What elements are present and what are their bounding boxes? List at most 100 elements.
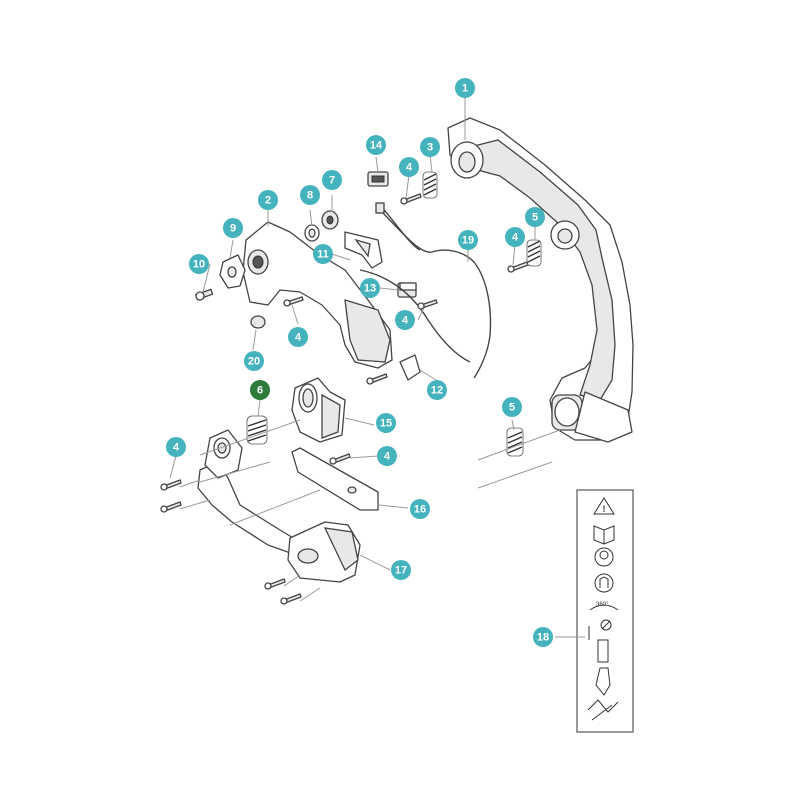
callout-4: 4	[395, 310, 415, 330]
callout-4: 4	[377, 446, 397, 466]
callout-12: 12	[427, 380, 447, 400]
callout-circle	[399, 157, 419, 177]
bushing-7	[321, 210, 339, 230]
rotation-arc-icon	[589, 604, 619, 611]
callout-label: 10	[193, 259, 205, 271]
callout-circle	[458, 230, 478, 250]
callout-5: 5	[525, 207, 545, 227]
callout-4: 4	[288, 327, 308, 347]
callout-18: 18	[533, 627, 553, 647]
callout-8: 8	[300, 185, 320, 205]
callout-circle	[250, 380, 270, 400]
callout-circle	[391, 560, 411, 580]
operator-figure-icon	[595, 667, 611, 696]
callout-label: 7	[329, 175, 335, 187]
callout-circle	[258, 190, 278, 210]
callout-label: 5	[509, 402, 515, 414]
callout-17: 17	[391, 560, 411, 580]
callout-circle	[244, 351, 264, 371]
callout-2: 2	[258, 190, 278, 210]
screws-4	[160, 193, 529, 605]
callout-label: 16	[414, 504, 426, 516]
gloves-icon	[594, 573, 614, 593]
rear-handle-frame	[447, 117, 634, 443]
callout-leaders	[169, 96, 585, 638]
callout-circle	[300, 185, 320, 205]
callout-6: 6	[250, 380, 270, 400]
callout-3: 3	[420, 137, 440, 157]
manual-book-icon	[593, 525, 615, 545]
callout-circle	[223, 218, 243, 238]
no-symbol-icon	[600, 619, 612, 631]
callout-circle	[395, 310, 415, 330]
callout-4: 4	[505, 227, 525, 247]
callout-4: 4	[166, 437, 186, 457]
washer-8	[304, 224, 320, 242]
callout-label: 11	[317, 249, 329, 261]
callout-label: 17	[395, 565, 407, 577]
callout-14: 14	[366, 135, 386, 155]
callout-circle	[427, 380, 447, 400]
screw-10	[194, 288, 214, 301]
callout-label: 18	[537, 632, 549, 644]
strip-16	[291, 447, 379, 511]
callout-label: 4	[406, 162, 413, 174]
callout-15: 15	[376, 413, 396, 433]
callout-circle	[410, 499, 430, 519]
callout-19: 19	[458, 230, 478, 250]
callout-circle	[533, 627, 553, 647]
housing-15	[291, 377, 346, 443]
callout-label: 4	[384, 451, 391, 463]
bracket-12	[399, 354, 421, 381]
callout-label: 4	[173, 442, 180, 454]
callout-9: 9	[223, 218, 243, 238]
switch-14	[367, 171, 389, 187]
throttle-cable-19	[359, 202, 492, 379]
callout-1: 1	[455, 78, 475, 98]
spring-5-upper	[526, 239, 542, 267]
callout-circle	[525, 207, 545, 227]
callout-label: 9	[230, 223, 236, 235]
callout-5: 5	[502, 397, 522, 417]
callout-4: 4	[399, 157, 419, 177]
callout-20: 20	[244, 351, 264, 371]
callout-label: 6	[257, 385, 263, 397]
callout-7: 7	[322, 170, 342, 190]
svg-text:!: !	[603, 504, 606, 514]
callout-10: 10	[189, 254, 209, 274]
latch-part	[219, 254, 246, 289]
callout-circle	[189, 254, 209, 274]
callout-circle	[166, 437, 186, 457]
callout-label: 20	[248, 356, 260, 368]
callout-label: 19	[462, 235, 474, 247]
warning-decal-18: ! 360°	[576, 489, 634, 733]
callout-label: 4	[295, 332, 302, 344]
callout-label: 1	[462, 83, 468, 95]
callout-16: 16	[410, 499, 430, 519]
throttle-trigger-11	[344, 231, 383, 269]
callout-label: 15	[380, 418, 392, 430]
callout-label: 8	[307, 190, 313, 202]
warning-triangle-icon	[593, 497, 615, 515]
callout-11: 11	[313, 244, 333, 264]
callout-circle	[288, 327, 308, 347]
clamp-13	[397, 282, 417, 298]
callout-circle	[313, 244, 333, 264]
callout-circle	[455, 78, 475, 98]
callout-circle	[420, 137, 440, 157]
callout-label: 14	[370, 140, 383, 152]
spring-3	[422, 171, 438, 199]
ear-eye-protection-icon	[594, 547, 614, 567]
callout-circle	[502, 397, 522, 417]
callout-label: 3	[427, 142, 433, 154]
callout-circle	[360, 278, 380, 298]
callout-label: 5	[532, 212, 538, 224]
callout-label: 4	[402, 315, 409, 327]
bracket-left	[204, 429, 243, 479]
callout-label: 2	[265, 195, 271, 207]
callout-label: 12	[431, 385, 443, 397]
callout-circle	[322, 170, 342, 190]
callout-label: 13	[364, 283, 376, 295]
